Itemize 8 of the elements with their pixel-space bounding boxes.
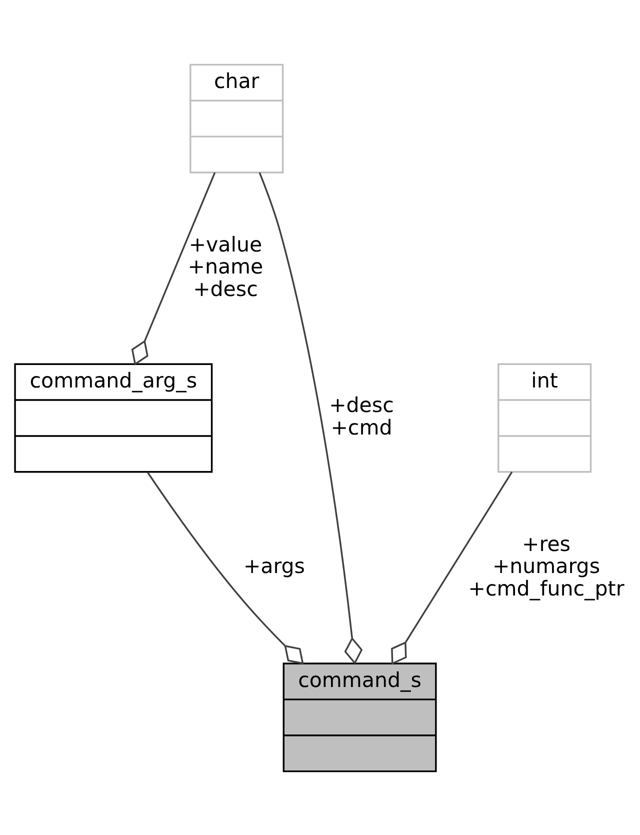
- edge-label: +desc +cmd: [329, 392, 394, 439]
- edge-label: +value +name +desc: [188, 232, 264, 300]
- edge-label: +res +numargs +cmd_func_ptr: [468, 531, 624, 600]
- connector: [131, 172, 216, 365]
- connector: [146, 471, 304, 664]
- edge-label: +args: [243, 554, 306, 578]
- connector: [258, 172, 363, 664]
- connector: [391, 471, 513, 664]
